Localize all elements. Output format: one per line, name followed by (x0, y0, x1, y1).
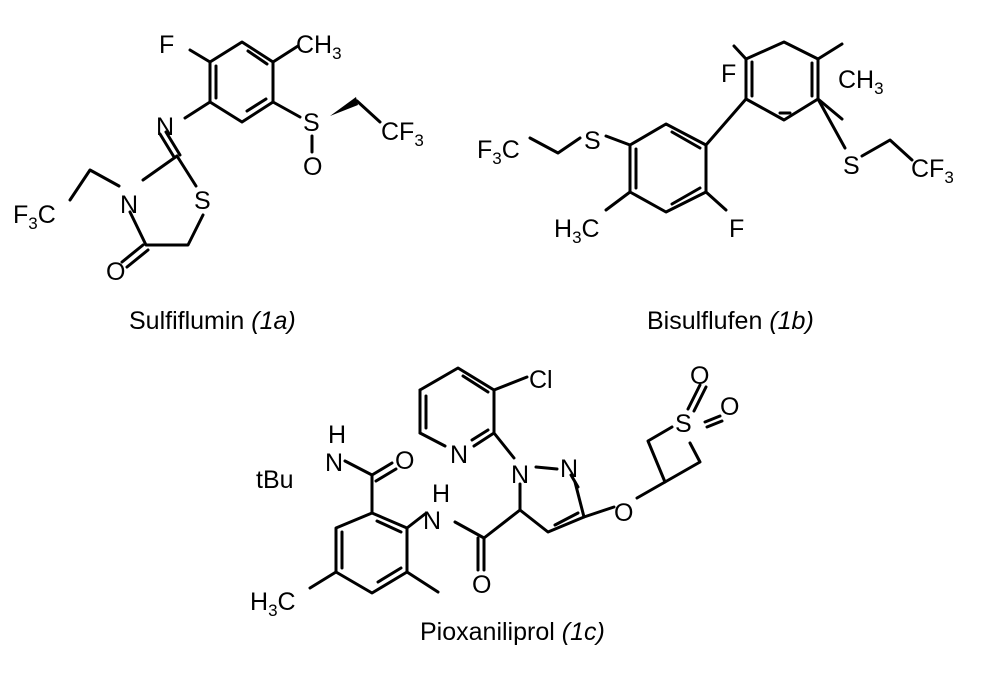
bond-s-right-1b (816, 97, 914, 162)
atom-n2-pyrazole: N (560, 455, 578, 483)
benzene-ring-1a (208, 40, 275, 124)
bond-f-bottom-1b (704, 190, 728, 212)
thiazolidinone-ring-1a (128, 154, 205, 247)
atom-o-sulfone2: O (720, 393, 739, 421)
atom-tbu: tBu (256, 466, 294, 494)
bond-c-o-ether-1c (582, 505, 616, 519)
atom-n-amide2: N (423, 507, 441, 535)
wedge-bond-s-ch2-1a (330, 97, 358, 116)
bond-f-top-1b (732, 44, 748, 61)
benzene-inner-bonds-1c (340, 519, 403, 584)
atom-f-top: F (721, 60, 736, 88)
structure-sulfiflumin: F CH3 N S O CF3 F3C N S O Sulfiflumin (1… (13, 31, 424, 335)
bond-ch2-cf3-1a (355, 99, 382, 124)
bond-s-o-double-1c (686, 383, 724, 429)
bond-methyl-1c (405, 570, 440, 594)
atom-cf3-1a: CF3 (381, 118, 424, 150)
atom-f: F (159, 31, 174, 59)
bond-h3c-1c (308, 570, 338, 590)
bond-ring-n-1a (183, 100, 212, 120)
bond-n-ch2-1a (68, 168, 121, 202)
atom-h-amide1: H (328, 421, 346, 449)
atom-n-imine: N (156, 113, 174, 141)
structure-pioxaniliprol: Cl O S O N N N H N O tBu H N O O H3C Pio… (250, 362, 739, 646)
bond-pyridine-n1-1c (492, 431, 516, 460)
benzene-ring-1c (334, 511, 409, 595)
benzene-inner-bonds-1a (214, 49, 269, 113)
atom-s-sulfone: S (675, 410, 692, 438)
compound-label-1b: Bisulflufen (1b) (647, 307, 814, 335)
bond-n-c-double-1a (158, 130, 182, 159)
bond-ch3-1a (271, 44, 300, 64)
bond-s-left-1b (528, 134, 632, 155)
atom-h3c-1c: H3C (250, 588, 296, 620)
bond-pyrazole-amide-1c (482, 508, 522, 540)
atom-f3c-left: F3C (477, 136, 520, 168)
atom-s-right: S (843, 152, 860, 180)
atom-o-amide1: O (395, 447, 414, 475)
bond-amide2-n-1c (453, 520, 486, 540)
structure-bisulflufen: F CH3 F3C S S CF3 H3C F Bisulflufen (1b) (477, 40, 954, 335)
atom-o-sulfone1: O (690, 362, 709, 390)
benzene-lower-inner-bonds-1b (634, 130, 702, 206)
benzene-ring-upper-1b (744, 40, 820, 122)
pyridine-inner-bonds-1c (424, 374, 490, 442)
bond-biaryl-1b (704, 97, 748, 147)
benzene-ring-lower-1b (628, 122, 708, 214)
bond-co-double-1c (370, 461, 398, 483)
atom-o-sulfoxide: O (303, 153, 322, 181)
benzene-upper-inner-bonds-1b (750, 60, 814, 115)
atom-cl: Cl (529, 366, 553, 394)
bond-o-thietane-1c (635, 480, 667, 500)
atom-o-carbonyl: O (106, 258, 125, 286)
atom-ch3-1b: CH3 (838, 66, 884, 98)
pyrazole-ring-1c (518, 465, 586, 534)
bond-f-1a (188, 48, 212, 64)
bond-amide2-co-1c (476, 536, 486, 572)
bond-h3c-1b (604, 190, 632, 212)
compound-label-1a: Sulfiflumin (1a) (129, 307, 296, 335)
bond-n-aryl-1c (405, 512, 427, 530)
atom-n-amide1: N (325, 449, 343, 477)
bond-cl-1c (492, 375, 529, 392)
thietane-ring-1c (646, 425, 702, 484)
bond-c-o-double-1a (120, 243, 150, 269)
atom-h3c-1b: H3C (554, 215, 600, 247)
bond-co-nh-1c (343, 459, 374, 477)
bond-ch3-1b (816, 42, 844, 61)
bond-s-right-ring-1b (816, 97, 847, 150)
bond-ring-s-1a (271, 100, 302, 119)
atom-f3c-1a: F3C (13, 201, 56, 233)
atom-s-left: S (584, 127, 601, 155)
atom-ch3: CH3 (296, 31, 342, 63)
atom-s-ring: S (194, 187, 211, 215)
pyrazole-inner-bonds-1c (553, 473, 580, 527)
atom-o-amide2: O (472, 571, 491, 599)
atom-o-ether: O (614, 499, 633, 527)
atom-s-sulfoxide: S (303, 109, 320, 137)
atom-cf3-right: CF3 (911, 155, 954, 187)
compound-label-1c: Pioxaniliprol (1c) (420, 618, 605, 646)
atom-h-amide2: H (432, 480, 450, 508)
atom-n-ring: N (120, 191, 138, 219)
atom-n1-pyrazole: N (511, 461, 529, 489)
atom-n-pyridine: N (450, 441, 468, 469)
atom-f-bottom: F (729, 215, 744, 243)
